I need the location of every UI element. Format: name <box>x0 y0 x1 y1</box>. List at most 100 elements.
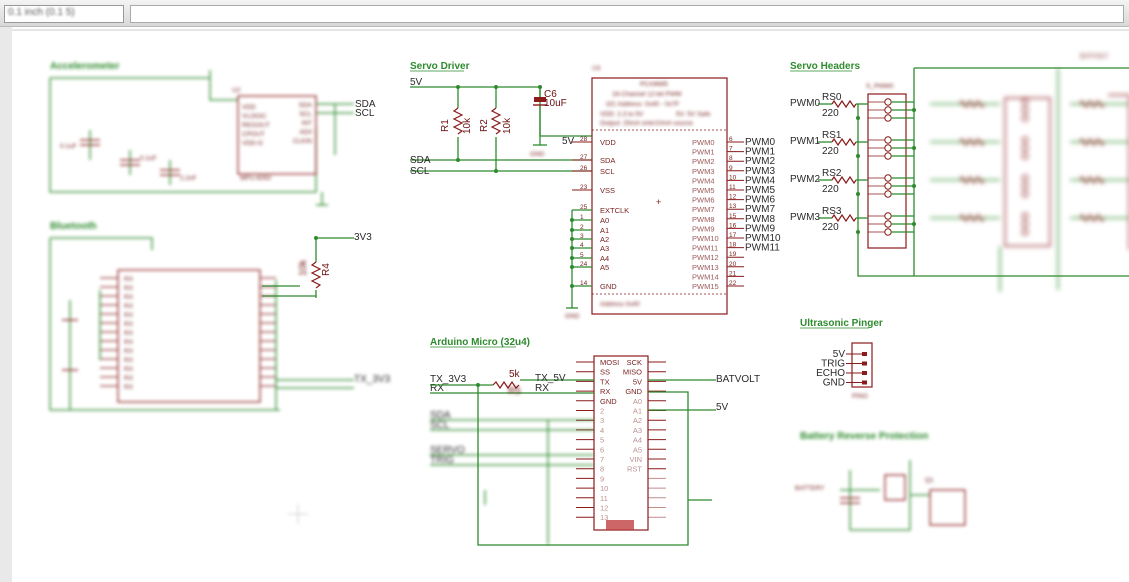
battery-section: Battery Reverse Protection BATTERY Q1 <box>795 431 966 531</box>
resistor-r1[interactable]: R1 10k <box>440 107 473 135</box>
bt-net-tx: TX_3V3 <box>354 374 391 385</box>
svg-text:RX: RX <box>124 294 134 301</box>
chip-note-4: Output: 25mA sink/10mA source <box>600 120 693 127</box>
ard-pin-sck: SCK <box>627 358 666 367</box>
svg-text:26: 26 <box>580 165 588 172</box>
ping-connector[interactable] <box>851 342 873 388</box>
ping-pin-echo: ECHO <box>816 368 867 379</box>
svg-text:20: 20 <box>729 261 737 268</box>
accel-value: MPU-6050 <box>240 175 271 182</box>
svg-text:RX: RX <box>124 339 134 346</box>
svg-text:RX: RX <box>600 387 610 396</box>
net-label-pwm5: PWM5 <box>745 185 775 196</box>
c6-name: C6 <box>544 89 557 100</box>
resistor-r2[interactable]: R2 10k <box>479 107 513 135</box>
accel-cap-2: 2.2nF <box>180 175 197 182</box>
servo-driver-section: Servo Driver 5V R1 10k R2 10k C6 10uF <box>410 61 781 320</box>
pca-pin-vss: VSS 23 <box>572 184 615 195</box>
svg-text:A2: A2 <box>633 416 642 425</box>
svg-text:4: 4 <box>580 242 584 249</box>
toolbar: 0.1 inch (0.1 5) <box>0 0 1129 27</box>
svg-text:27: 27 <box>580 154 588 161</box>
svg-text:AD0: AD0 <box>299 129 312 136</box>
battery-net: BATTERY <box>795 485 825 492</box>
net-label-pwm0: PWM0 <box>745 137 775 148</box>
pca9685-chip[interactable]: U3 PCA9685 16-Channel 12-bit PWM I2C Add… <box>591 65 728 315</box>
svg-text:VDD: VDD <box>242 104 256 111</box>
capacitor-c6[interactable]: C6 10uF GND <box>530 87 567 158</box>
net-label-pwm4: PWM4 <box>745 175 775 186</box>
accel-title: Accelerometer <box>50 61 120 72</box>
svg-text:12: 12 <box>600 504 608 513</box>
svg-text:28: 28 <box>580 136 588 143</box>
command-input[interactable] <box>130 5 1124 23</box>
svg-text:8: 8 <box>729 155 733 162</box>
svg-text:7: 7 <box>600 455 604 464</box>
svg-text:PWM2: PWM2 <box>790 174 820 185</box>
svg-text:VSS: VSS <box>600 186 615 195</box>
bluetooth-module[interactable] <box>117 269 261 403</box>
svg-text:18: 18 <box>729 242 737 249</box>
ard-pin-a5: A5 <box>633 445 666 454</box>
svg-text:GND: GND <box>600 397 617 406</box>
ping-pin-trig: TRIG <box>821 359 867 370</box>
svg-text:5: 5 <box>600 436 604 445</box>
ard-pin-a4: A4 <box>633 436 666 445</box>
net-label-pwm2: PWM2 <box>745 156 775 167</box>
ard-pin-9: 9 <box>576 474 604 483</box>
ard-net-rx2: RX <box>535 383 549 394</box>
servo-driver-title: Servo Driver <box>410 61 470 72</box>
svg-text:RX: RX <box>124 276 134 283</box>
svg-text:11: 11 <box>600 494 608 503</box>
svg-text:VIN: VIN <box>629 455 642 464</box>
svg-text:23: 23 <box>580 184 588 191</box>
ping-part: PING <box>852 393 868 400</box>
svg-text:RST: RST <box>627 465 642 474</box>
net-label-pwm10: PWM10 <box>745 233 781 244</box>
svg-text:5: 5 <box>580 252 584 259</box>
header-name: S_PWM0 <box>866 83 894 90</box>
svg-text:A1: A1 <box>600 226 609 235</box>
ard-net-rx: RX <box>430 383 444 394</box>
svg-text:RS1: RS1 <box>822 130 842 141</box>
svg-text:RX: RX <box>124 366 134 373</box>
ard-res-val: 5k <box>509 369 521 380</box>
ard-pin-5v: 5V <box>633 377 666 386</box>
svg-text:PWM3: PWM3 <box>790 212 820 223</box>
svg-text:9: 9 <box>729 165 733 172</box>
grid-size-combo[interactable]: 0.1 inch (0.1 5) <box>4 5 124 23</box>
svg-text:TRIG: TRIG <box>821 359 845 370</box>
ard-net-tx3v3: TX_3V3 <box>430 374 467 385</box>
ard-net-scl: SCL <box>430 420 450 431</box>
svg-text:ECHO: ECHO <box>816 368 845 379</box>
svg-text:14: 14 <box>580 280 588 287</box>
ard-pin-11: 11 <box>576 494 608 503</box>
svg-text:VDD-G: VDD-G <box>242 140 263 147</box>
bt-net-3v3: 3V3 <box>354 232 372 243</box>
net-label-pwm3: PWM3 <box>745 166 775 177</box>
svg-text:PWM15: PWM15 <box>692 282 719 291</box>
accelerometer-section: Accelerometer U2 MPU-6050 VDDVLOGICREGOU… <box>49 61 354 206</box>
mpu-chip[interactable] <box>237 95 317 175</box>
ard-pin-10: 10 <box>576 484 608 493</box>
svg-text:3: 3 <box>600 416 604 425</box>
svg-text:13: 13 <box>729 203 737 210</box>
servo-header-connector[interactable] <box>867 93 907 249</box>
chip-note-1: I2C Address: 0x40 - 0x7F <box>606 101 679 108</box>
svg-text:PWM1: PWM1 <box>692 148 715 157</box>
ard-pin-12: 12 <box>576 504 608 513</box>
svg-text:5V: 5V <box>633 377 642 386</box>
svg-text:RX: RX <box>124 330 134 337</box>
svg-text:10: 10 <box>729 174 737 181</box>
